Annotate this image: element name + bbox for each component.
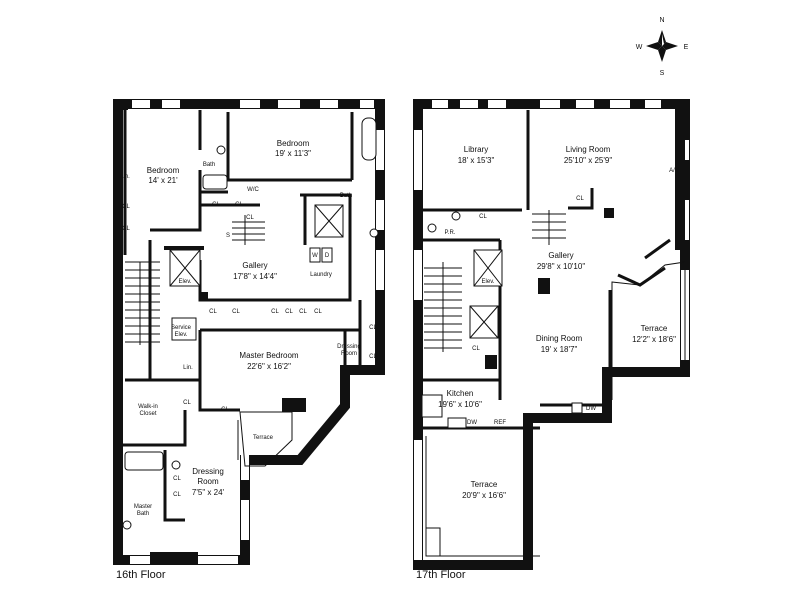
f16-label-lin: Lin. <box>183 365 193 371</box>
f16-label-bath-b: Bath <box>340 193 352 199</box>
f16-label-wic: W/C <box>247 187 259 193</box>
f16-cl-13: CL <box>183 400 191 406</box>
f16-gallery-name: Gallery <box>242 261 267 270</box>
f17-label-dw-a: DW <box>467 420 477 426</box>
f17-terrace-south-name: Terrace <box>471 480 498 489</box>
f16-cl-12: CL <box>369 354 377 360</box>
f17-library-name: Library <box>464 145 488 154</box>
compass-west: W <box>636 44 643 51</box>
f16-label-laundry: Laundry <box>310 272 332 278</box>
f16-label-service-1: Service <box>171 325 192 331</box>
f17-dining-room-name: Dining Room <box>536 334 583 343</box>
f17-kitchen-dims: 19'6" x 10'6" <box>438 400 482 409</box>
f16-gallery-dims: 17'8" x 14'4" <box>233 272 277 281</box>
f16-dressing-room-line2: Room <box>197 477 219 486</box>
f16-label-master-bath-2: Bath <box>137 511 149 517</box>
floor-16-plan: Bedroom 14' x 21' Bedroom 19' x 11'3" Ga… <box>113 99 385 581</box>
compass-north: N <box>659 17 664 24</box>
f17-label-elev: Elev. <box>482 279 495 285</box>
f16-cl-16: CL <box>173 492 181 498</box>
f17-terrace-east-dims: 12'2" x 18'6" <box>632 335 676 344</box>
f16-bedroom-a-name: Bedroom <box>147 166 180 175</box>
f17-kitchen-name: Kitchen <box>447 389 474 398</box>
f16-label-lin-b: Lin. <box>120 174 130 180</box>
f16-label-bath-a: Bath <box>203 162 215 168</box>
f16-cl-3: CL <box>212 202 220 208</box>
f17-label-ref: REF <box>494 420 506 426</box>
f16-cl-1: CL <box>122 204 130 210</box>
f16-label-washer: W <box>312 253 318 259</box>
bathtub-16-a <box>202 174 228 190</box>
f16-cl-5: CL <box>209 309 217 315</box>
f16-label-elev: Elev. <box>179 279 192 285</box>
f17-living-room-name: Living Room <box>566 145 611 154</box>
f16-cl-7: CL <box>271 309 279 315</box>
f16-cl-10: CL <box>314 309 322 315</box>
f16-label-dryer: D <box>325 253 330 259</box>
compass-rose-icon: N S E W <box>636 17 689 77</box>
f16-dressing-room-dims: 7'5" x 24' <box>192 488 225 497</box>
f16-cl-6: CL <box>232 309 240 315</box>
f16-label-stair: S <box>226 233 230 239</box>
f17-terrace-south-dims: 20'9" x 16'6" <box>462 491 506 500</box>
f16-label-master-bath-1: Master <box>134 504 152 510</box>
service-elevator-16 <box>171 317 197 341</box>
stairs-17 <box>424 210 566 352</box>
f16-label-terrace: Terrace <box>253 435 274 441</box>
compass-east: E <box>684 44 689 51</box>
f16-label-walkin-2: Closet <box>139 411 156 417</box>
f16-bedroom-b-name: Bedroom <box>277 139 310 148</box>
f16-cl-15: CL <box>173 476 181 482</box>
f17-dining-room-dims: 19' x 18'7" <box>541 345 578 354</box>
f17-gallery-name: Gallery <box>548 251 573 260</box>
f16-dressing-room-line1: Dressing <box>192 467 224 476</box>
f17-caption: 17th Floor <box>416 569 466 581</box>
f16-bedroom-a-dims: 14' x 21' <box>148 176 178 185</box>
f16-cl-14: CL <box>221 407 229 413</box>
f16-caption: 16th Floor <box>116 569 166 581</box>
floor-17-plan: Library 18' x 15'3" Living Room 25'10" x… <box>413 99 690 581</box>
f16-master-bedroom-dims: 22'6" x 16'2" <box>247 362 291 371</box>
f16-label-dressing-2: Room <box>341 351 357 357</box>
f17-living-room-dims: 25'10" x 25'9" <box>564 156 612 165</box>
f17-terrace-east-name: Terrace <box>641 324 668 333</box>
f17-label-pr: P.R. <box>445 230 456 236</box>
f16-cl-8: CL <box>285 309 293 315</box>
f16-cl-9: CL <box>299 309 307 315</box>
f17-library-dims: 18' x 15'3" <box>458 156 495 165</box>
f16-label-walkin-1: Walk-in <box>138 404 158 410</box>
f16-bedroom-b-dims: 19' x 11'3" <box>275 149 311 158</box>
stairs-16 <box>125 215 265 345</box>
f17-label-dw-b: DW <box>586 406 596 412</box>
f16-master-bedroom-name: Master Bedroom <box>239 351 298 360</box>
f17-gallery-dims: 29'8" x 10'10" <box>537 262 585 271</box>
f16-cl-2: CL <box>122 226 130 232</box>
f16-cl-11: CL <box>369 325 377 331</box>
bathtub-16-c <box>124 451 164 471</box>
bathtub-16-b <box>361 117 377 161</box>
f17-cl-2: CL <box>576 196 584 202</box>
f16-cl-17: CL <box>235 202 243 208</box>
f17-cl-1: CL <box>479 214 487 220</box>
f16-label-dressing-1: Dressing <box>337 344 361 350</box>
f17-label-av-b: A/V <box>487 365 497 371</box>
f16-label-service-2: Elev. <box>175 332 188 338</box>
compass-south: S <box>660 70 665 77</box>
f17-label-av-a: A/V <box>669 168 679 174</box>
f16-cl-4: CL <box>246 215 254 221</box>
f17-cl-3: CL <box>472 346 480 352</box>
